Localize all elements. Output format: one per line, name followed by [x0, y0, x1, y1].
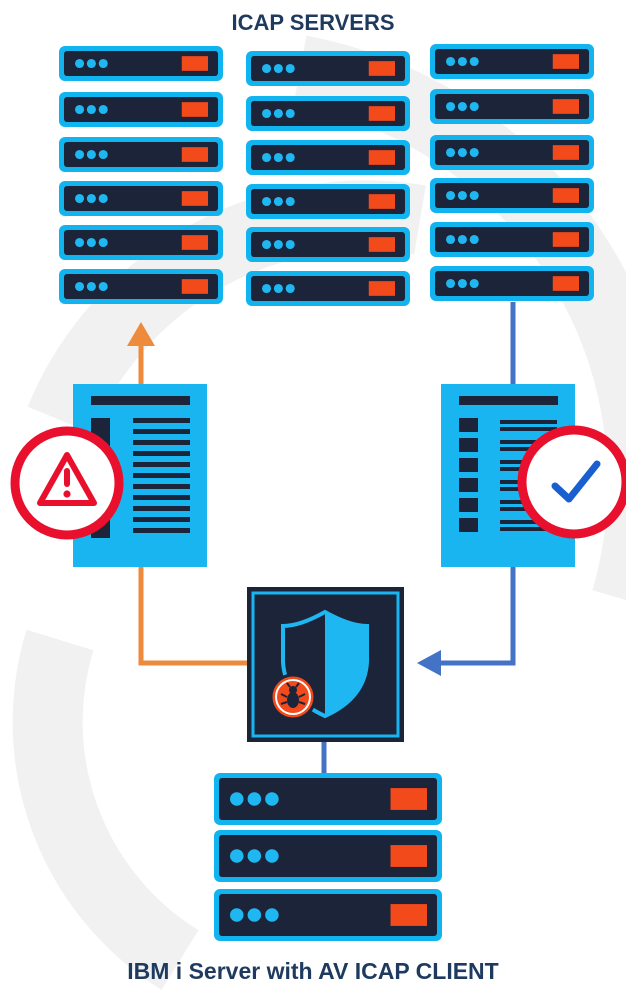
icap-server-unit: [59, 181, 223, 216]
document-bullet: [459, 518, 478, 532]
document-line: [133, 462, 190, 467]
icap-server-unit: [430, 44, 594, 79]
checkmark-icon: [517, 425, 626, 539]
document-line: [133, 440, 190, 445]
document-line: [133, 484, 190, 489]
warning-triangle-icon: [10, 426, 124, 540]
icap-server-column: [246, 51, 410, 306]
client-server-unit: [214, 773, 442, 825]
icap-server-unit: [246, 140, 410, 175]
icap-server-unit: [59, 92, 223, 127]
document-line: [500, 520, 557, 524]
document-line: [500, 440, 557, 444]
icap-server-unit: [246, 227, 410, 262]
icap-server-unit: [59, 46, 223, 81]
document-line: [500, 427, 557, 431]
icap-server-unit: [430, 89, 594, 124]
icap-server-unit: [59, 269, 223, 304]
document-line: [500, 420, 557, 424]
client-title: IBM i Server with AV ICAP CLIENT: [127, 958, 499, 984]
icap-server-unit: [246, 96, 410, 131]
ibm-i-server-rack: [214, 773, 442, 941]
arrowhead-up-icon: [127, 322, 155, 346]
icap-servers-title: ICAP SERVERS: [231, 10, 395, 35]
client-server-unit: [214, 830, 442, 882]
arrowhead-left-icon: [417, 650, 441, 676]
document-line: [133, 429, 190, 434]
icap-server-unit: [59, 225, 223, 260]
document-bullet: [459, 478, 478, 492]
document-line: [500, 527, 557, 531]
icap-server-unit: [430, 135, 594, 170]
icap-server-racks: [59, 44, 594, 306]
document-bullet: [459, 498, 478, 512]
document-line: [133, 473, 190, 478]
icap-server-unit: [430, 222, 594, 257]
document-line: [133, 506, 190, 511]
document-bullet: [459, 418, 478, 432]
document-line: [133, 495, 190, 500]
document-bullet: [459, 458, 478, 472]
icap-server-column: [430, 44, 594, 301]
icap-server-unit: [430, 266, 594, 301]
icap-server-unit: [246, 184, 410, 219]
shield-bug-icon: [247, 587, 404, 742]
document-line: [133, 451, 190, 456]
document-line: [133, 418, 190, 423]
icap-server-unit: [59, 137, 223, 172]
document-line: [133, 528, 190, 533]
icap-server-unit: [246, 271, 410, 306]
document-bullet: [459, 438, 478, 452]
document-line: [133, 517, 190, 522]
icap-server-column: [59, 46, 223, 304]
icap-server-unit: [246, 51, 410, 86]
icap-server-unit: [430, 178, 594, 213]
client-server-unit: [214, 889, 442, 941]
